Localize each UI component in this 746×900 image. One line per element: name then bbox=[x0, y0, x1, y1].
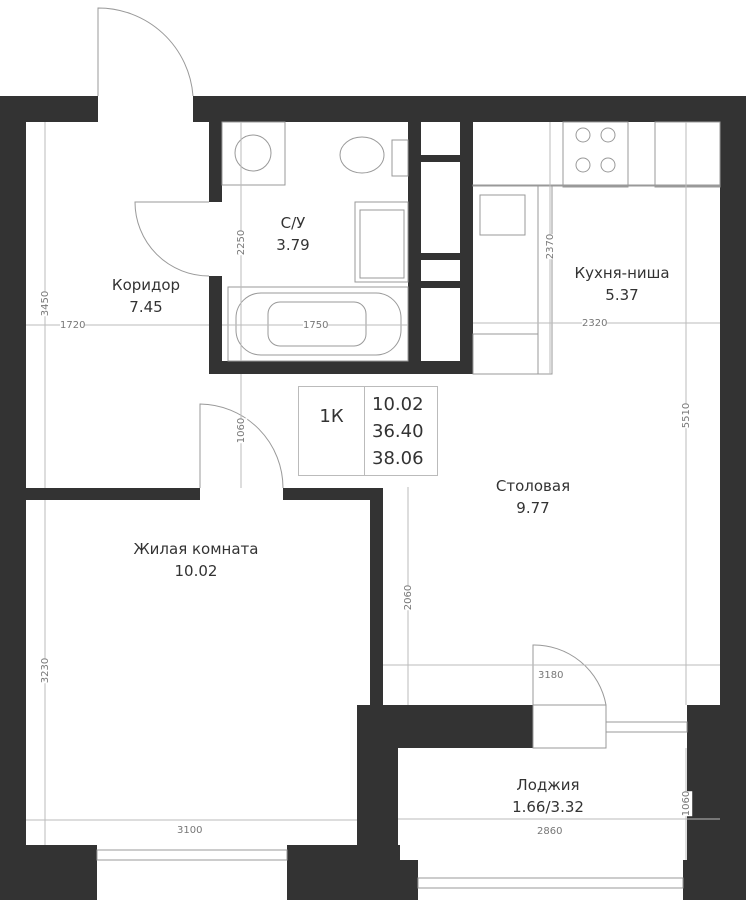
dim-corridor-height: 3450 bbox=[40, 290, 52, 317]
dim-bath-width: 1750 bbox=[303, 320, 329, 331]
room-name: С/У bbox=[280, 214, 306, 232]
total-area: 36.40 bbox=[372, 421, 424, 442]
room-loggia: Лоджия 1.66/3.32 bbox=[512, 774, 584, 818]
room-name: Лоджия bbox=[516, 776, 580, 794]
room-name: Столовая bbox=[495, 477, 571, 495]
dim-corridor-width: 1720 bbox=[60, 320, 86, 331]
dim-loggia-width: 2860 bbox=[537, 826, 563, 837]
dim-kitchen-width: 2320 bbox=[582, 318, 608, 329]
dim-dining-lower: 2060 bbox=[403, 584, 415, 611]
summary-box: 1К 10.02 36.40 38.06 bbox=[298, 386, 438, 476]
fixtures bbox=[96, 7, 721, 889]
room-area: 3.79 bbox=[276, 236, 310, 254]
dim-dining-total: 5510 bbox=[681, 402, 693, 429]
living-area: 10.02 bbox=[372, 394, 424, 415]
walls bbox=[0, 96, 746, 900]
room-kitchen: Кухня-ниша 5.37 bbox=[574, 262, 669, 306]
room-area: 9.77 bbox=[516, 499, 550, 517]
dim-bath-height: 2250 bbox=[236, 229, 248, 256]
room-bathroom: С/У 3.79 bbox=[276, 212, 309, 256]
room-dining: Столовая 9.77 bbox=[496, 475, 570, 519]
total-with-loggia: 38.06 bbox=[372, 448, 424, 469]
dim-loggia-depth: 1060 bbox=[681, 790, 693, 817]
room-name: Жилая комната bbox=[133, 540, 259, 558]
room-corridor: Коридор 7.45 bbox=[112, 274, 180, 318]
room-area: 10.02 bbox=[174, 562, 218, 580]
room-name: Коридор bbox=[111, 276, 181, 294]
dim-living-height: 3230 bbox=[40, 657, 52, 684]
dim-passage: 1060 bbox=[236, 417, 248, 444]
room-area: 7.45 bbox=[129, 298, 163, 316]
dim-kitchen-height: 2370 bbox=[545, 233, 557, 260]
dim-dining-width: 3180 bbox=[538, 670, 564, 681]
room-area: 5.37 bbox=[605, 286, 639, 304]
dim-living-width: 3100 bbox=[177, 825, 203, 836]
room-area: 1.66/3.32 bbox=[512, 798, 584, 816]
apartment-type: 1К bbox=[299, 387, 365, 475]
room-name: Кухня-ниша bbox=[574, 264, 670, 282]
room-living: Жилая комната 10.02 bbox=[134, 538, 259, 582]
